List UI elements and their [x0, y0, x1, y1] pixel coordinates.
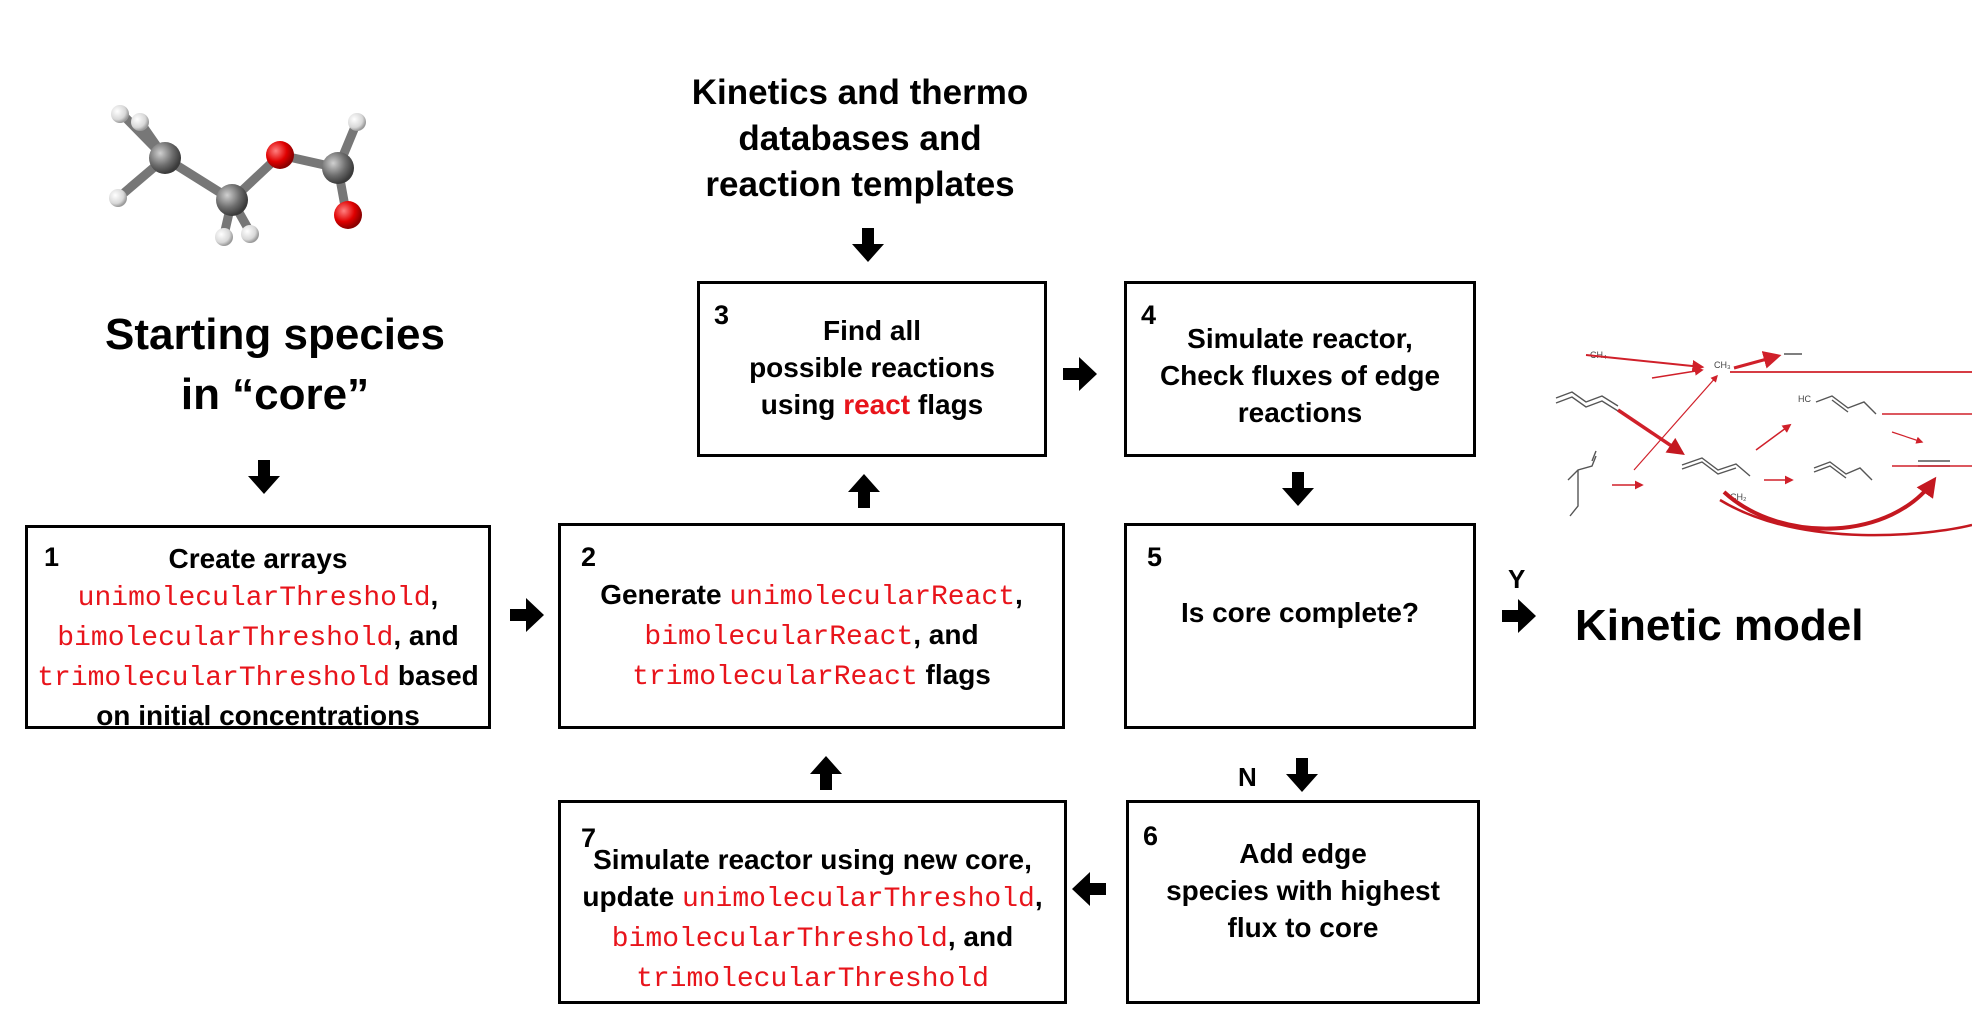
step-1-var-unimolecular: unimolecularThreshold: [77, 583, 431, 614]
step-1-var-trimolecular: trimolecularThreshold: [37, 663, 391, 694]
arrow-right-3-4-icon: [1063, 357, 1097, 391]
arrow-down-db-icon: [852, 228, 884, 262]
no-label: N: [1238, 762, 1257, 792]
starting-species-heading: Starting species in “core”: [40, 305, 510, 425]
step-2-var-unimolecular: unimolecularReact: [729, 582, 1016, 613]
step-2-text: Generate unimolecularReact, bimolecularR…: [561, 576, 1062, 696]
step-1-sep3: based: [390, 660, 479, 691]
step-3-react-keyword: react: [843, 389, 911, 420]
step-1-number: 1: [44, 542, 60, 572]
step-4-line3: reactions: [1237, 397, 1363, 428]
reaction-network-icon: CH₄ CH₃ HC CH₂: [1555, 350, 1972, 537]
step-6-box: 6 Add edge species with highest flux to …: [1126, 800, 1480, 1004]
step-5-box: 5 Is core complete?: [1124, 523, 1476, 729]
step-4-line1: Simulate reactor,: [1187, 323, 1413, 354]
step-6-text: Add edge species with highest flux to co…: [1129, 835, 1477, 946]
arrow-down-5-6-icon: [1286, 758, 1318, 792]
step-2-number: 2: [581, 542, 597, 572]
arrow-down-4-5-icon: [1282, 472, 1314, 506]
step-6-line1: Add edge: [1239, 838, 1367, 869]
step-1-var-bimolecular: bimolecularThreshold: [57, 623, 394, 654]
step-5-text: Is core complete?: [1127, 594, 1473, 631]
step-2-pre1: Generate: [600, 579, 730, 610]
step-1-sep2: , and: [393, 620, 459, 651]
arrow-down-start-icon: [248, 460, 280, 494]
arrow-left-6-7-icon: [1072, 872, 1106, 906]
ch4-label: CH₄: [1590, 350, 1607, 360]
step-1-sep1: ,: [430, 580, 439, 611]
step-7-line1: Simulate reactor using new core,: [593, 844, 1032, 875]
step-1-line5: on initial concentrations: [96, 700, 420, 731]
step-2-var-trimolecular: trimolecularReact: [632, 662, 918, 693]
step-3-box: 3 Find all possible reactions using reac…: [697, 281, 1047, 457]
step-3-pre3: using: [760, 389, 844, 420]
databases-line2: databases and: [738, 119, 982, 158]
databases-line1: Kinetics and thermo: [691, 73, 1029, 112]
step-5-line1: Is core complete?: [1180, 597, 1420, 628]
step-1-line1: Create arrays: [168, 543, 348, 574]
step-7-var-trimolecular: trimolecularThreshold: [636, 964, 989, 995]
kinetic-model-label: Kinetic model: [1575, 601, 1864, 650]
ethyl-formate-molecule-icon: [109, 105, 366, 246]
step-1-text: Create arrays unimolecularThreshold, bim…: [28, 540, 488, 734]
starting-species-line2: in “core”: [180, 370, 370, 419]
step-5-number: 5: [1147, 542, 1163, 572]
arrow-right-5-model-icon: [1502, 599, 1536, 633]
step-2-sep1: ,: [1015, 579, 1023, 610]
step-7-sep3: , and: [947, 921, 1014, 952]
step-3-number: 3: [714, 300, 730, 330]
starting-species-line1: Starting species: [105, 310, 445, 359]
step-2-var-bimolecular: bimolecularReact: [644, 622, 914, 653]
arrow-right-1-2-icon: [510, 598, 544, 632]
ch3-label: CH₃: [1714, 360, 1731, 370]
step-2-box: 2 Generate unimolecularReact, bimolecula…: [558, 523, 1065, 729]
step-7-var-unimolecular: unimolecularThreshold: [681, 884, 1035, 915]
step-4-text: Simulate reactor, Check fluxes of edge r…: [1127, 320, 1473, 431]
step-3-line2: possible reactions: [749, 352, 995, 383]
step-7-number: 7: [581, 823, 597, 853]
step-7-text: Simulate reactor using new core, update …: [561, 841, 1064, 998]
step-7-pre2: update: [582, 881, 682, 912]
step-7-box: 7 Simulate reactor using new core, updat…: [558, 800, 1067, 1004]
ch2-label: CH₂: [1730, 492, 1747, 502]
step-4-box: 4 Simulate reactor, Check fluxes of edge…: [1124, 281, 1476, 457]
yes-label: Y: [1508, 564, 1526, 594]
step-6-number: 6: [1143, 821, 1159, 851]
step-4-line2: Check fluxes of edge: [1159, 360, 1441, 391]
step-3-post3: flags: [910, 389, 984, 420]
step-6-line2: species with highest: [1166, 875, 1440, 906]
step-2-sep2: , and: [913, 619, 979, 650]
databases-heading: Kinetics and thermo databases and reacti…: [640, 70, 1080, 208]
arrow-up-2-3-icon: [848, 474, 880, 508]
step-6-line3: flux to core: [1227, 912, 1379, 943]
step-7-var-bimolecular: bimolecularThreshold: [611, 924, 948, 955]
hc-label: HC: [1798, 394, 1811, 404]
step-2-sep3: flags: [917, 659, 991, 690]
step-4-number: 4: [1141, 300, 1157, 330]
step-1-box: 1 Create arrays unimolecularThreshold, b…: [25, 525, 491, 731]
step-3-text: Find all possible reactions using react …: [700, 312, 1044, 423]
arrow-up-7-2-icon: [810, 756, 842, 790]
step-3-line1: Find all: [823, 315, 921, 346]
step-7-sep2: ,: [1034, 881, 1043, 912]
databases-line3: reaction templates: [705, 165, 1015, 204]
